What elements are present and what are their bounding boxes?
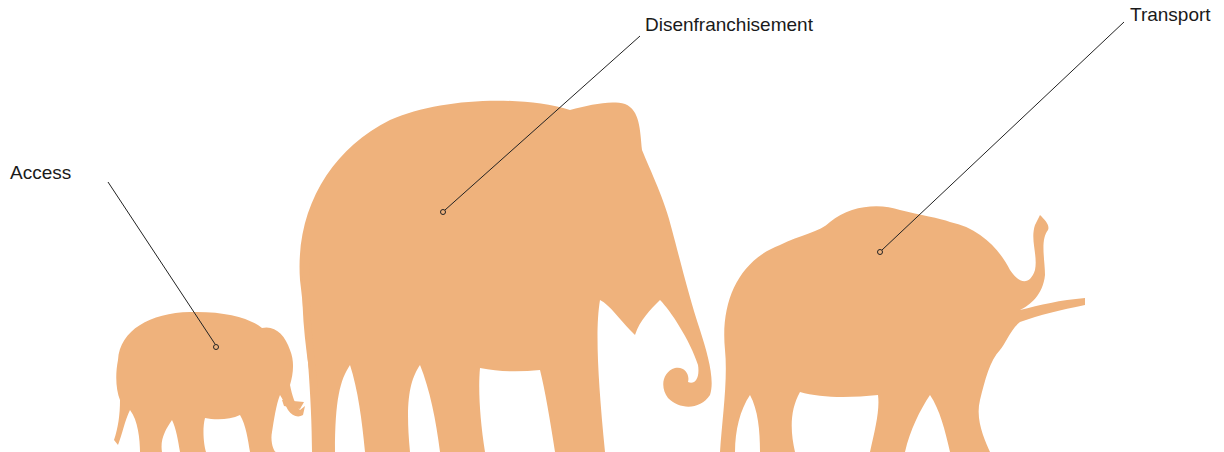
adult-elephant (300, 101, 712, 452)
callout-label: Transport (1130, 4, 1211, 26)
callout-label: Disenfranchisement (645, 14, 813, 36)
young-elephant (720, 206, 1085, 452)
leader-dot (214, 345, 219, 350)
callout-label: Access (10, 162, 71, 184)
leader-dot (878, 250, 883, 255)
baby-elephant (114, 312, 305, 452)
adult-tail (302, 262, 318, 388)
leader-line (882, 22, 1124, 250)
baby-tusk (282, 400, 304, 409)
leader-line (445, 36, 640, 210)
leader-dot (441, 210, 446, 215)
leader-line (108, 182, 215, 344)
